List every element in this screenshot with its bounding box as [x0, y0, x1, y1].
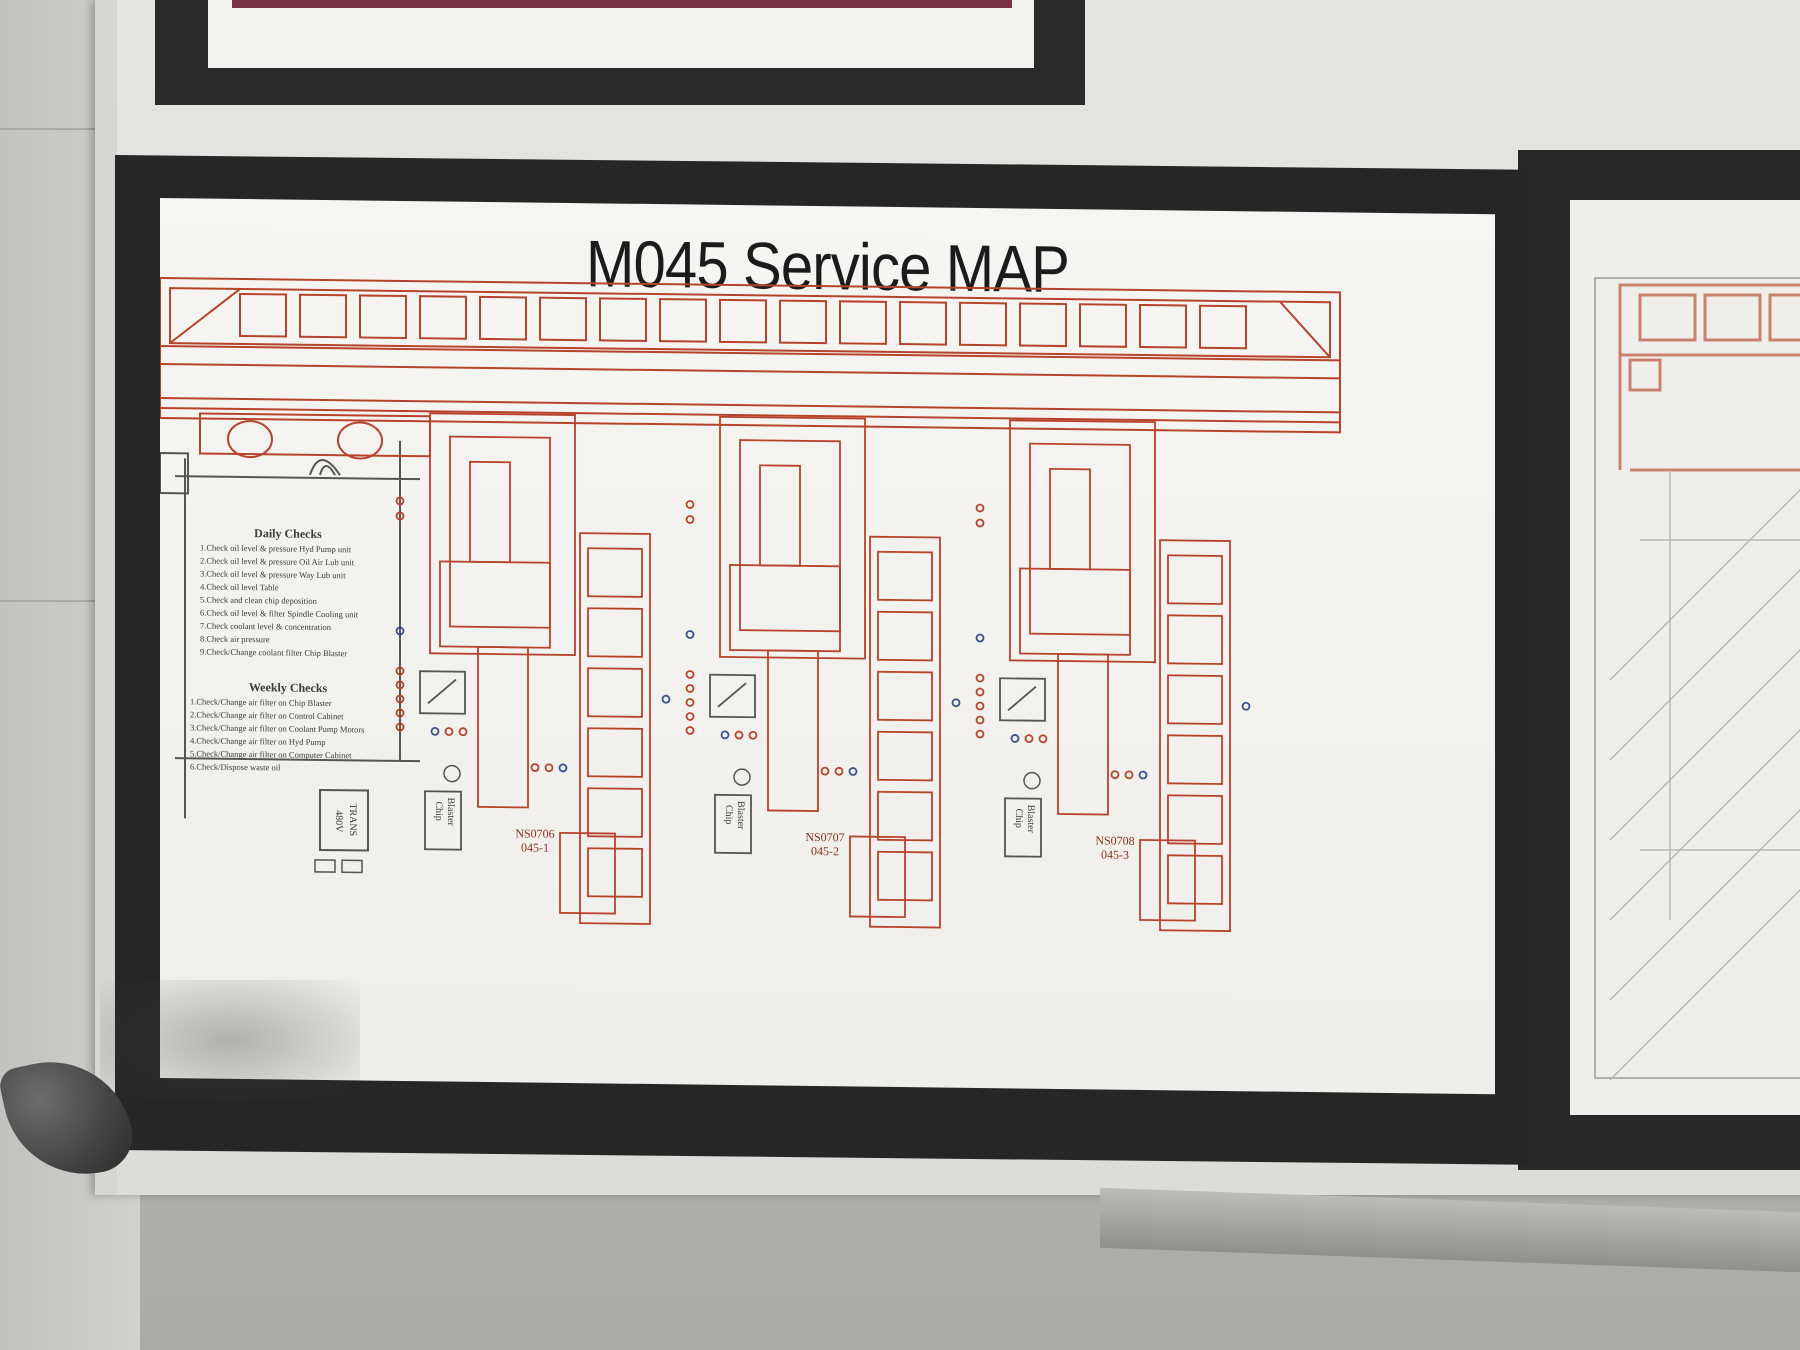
chip-blaster-label: Blaster: [445, 797, 456, 826]
hand-shadow: [100, 980, 360, 1100]
gantry-cell: [1199, 304, 1247, 350]
machine-id-label: NS0708: [1095, 833, 1134, 847]
daily-checks-heading: Daily Checks: [254, 526, 322, 541]
gantry-cell: [839, 300, 887, 345]
chip-blaster-label: Chip: [433, 801, 444, 821]
machine-id-label: NS0707: [805, 830, 844, 844]
gantry-cell: [419, 295, 467, 340]
daily-check-item: 1.Check oil level & pressure Hyd Pump un…: [200, 542, 352, 554]
right-poster-paper: [1570, 200, 1800, 1115]
weekly-check-item: 6.Check/Dispose waste oil: [190, 761, 281, 772]
gantry-cell: [239, 292, 287, 338]
daily-check-item: 7.Check coolant level & concentration: [200, 620, 332, 632]
right-poster-drawing: [1594, 277, 1800, 1081]
gantry-cell: [959, 301, 1007, 347]
weekly-check-item: 2.Check/Change air filter on Control Cab…: [190, 709, 344, 721]
weekly-check-item: 1.Check/Change air filter on Chip Blaste…: [190, 696, 332, 708]
weekly-check-item: 3.Check/Change air filter on Coolant Pum…: [190, 722, 364, 734]
gantry-cell: [359, 294, 407, 340]
daily-check-item: 4.Check oil level Table: [200, 581, 279, 592]
gantry-cell: [719, 298, 767, 344]
gantry-cell: [899, 301, 947, 346]
daily-check-item: 8.Check air pressure: [200, 633, 270, 644]
gantry-cell: [1139, 303, 1187, 349]
upper-poster-paper: [208, 0, 1034, 68]
weekly-check-item: 5.Check/Change air filter on Computer Ca…: [190, 748, 352, 760]
service-map-poster: M045 Service MAP: [160, 198, 1495, 1095]
gantry-cell: [299, 293, 347, 339]
gantry-cell: [479, 295, 527, 341]
gantry-cell: [1019, 302, 1067, 348]
trans-voltage-label: 480V: [333, 810, 344, 833]
machine-line-label: 045-1: [521, 840, 549, 854]
daily-check-item: 3.Check oil level & pressure Way Lub uni…: [200, 568, 346, 580]
machine-station: [685, 415, 961, 929]
gantry-cell: [599, 297, 647, 342]
gantry-cell: [539, 296, 587, 342]
checklist-frame: [160, 440, 420, 819]
trans-label: TRANS: [347, 803, 358, 836]
daily-check-item: 6.Check oil level & filter Spindle Cooli…: [200, 607, 359, 619]
daily-check-item: 2.Check oil level & pressure Oil Air Lub…: [200, 555, 355, 567]
machine-line-label: 045-2: [811, 844, 839, 858]
machine-id-label: NS0706: [515, 826, 554, 840]
daily-check-item: 5.Check and clean chip deposition: [200, 594, 318, 605]
weekly-check-item: 4.Check/Change air filter on Hyd Pump: [190, 735, 326, 747]
chip-blaster-label: Blaster: [735, 801, 746, 830]
weekly-checks-heading: Weekly Checks: [249, 680, 328, 695]
machine-station: [975, 419, 1251, 932]
chip-blaster-label: Chip: [723, 805, 734, 825]
whiteboard-tray: [1100, 1187, 1800, 1273]
machine-line-label: 045-3: [1101, 847, 1129, 861]
floor-plan-drawing: Daily Checks 1.Check oil level & pressur…: [160, 276, 1341, 932]
upper-poster-band: [232, 0, 1012, 8]
machine-station: [395, 412, 671, 925]
daily-check-item: 9.Check/Change coolant filter Chip Blast…: [200, 646, 347, 658]
gantry-cell: [779, 299, 827, 345]
gantry-cell: [1079, 303, 1127, 348]
gantry-drawing: [160, 276, 1341, 434]
daily-checks-block: Daily Checks 1.Check oil level & pressur…: [190, 526, 364, 772]
chip-blaster-label: Blaster: [1025, 805, 1036, 834]
gantry-cell: [659, 298, 707, 343]
chip-blaster-label: Chip: [1013, 808, 1024, 828]
transformer-box: 480V TRANS: [314, 788, 369, 874]
